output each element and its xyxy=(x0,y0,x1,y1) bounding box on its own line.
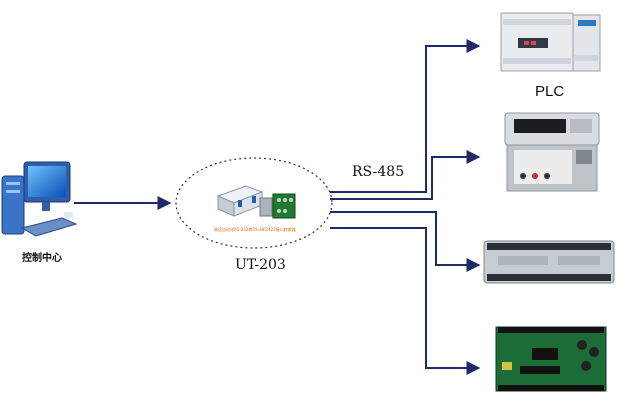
plc-icon xyxy=(500,12,601,72)
link-plc-arrow xyxy=(330,39,481,193)
link-multimeter-arrow xyxy=(330,150,481,200)
computer-icon xyxy=(1,161,78,237)
bus-label: RS-485 xyxy=(352,164,405,180)
converter-caption: 致远自动化RS-232转RS-485/422接口转换器 xyxy=(214,227,296,232)
multimeter-icon xyxy=(504,112,600,192)
connectors xyxy=(74,39,481,375)
converter-boundary xyxy=(175,157,333,249)
io-module-icon xyxy=(483,240,615,284)
link-control-board-arrow xyxy=(330,227,481,375)
plc-label: PLC xyxy=(535,83,565,100)
converter-label: UT-203 xyxy=(235,257,286,273)
control-board-icon xyxy=(495,326,607,392)
computer-label: 控制中心 xyxy=(22,253,62,264)
converter-icon xyxy=(216,185,296,219)
link-io-module-arrow xyxy=(330,211,481,272)
